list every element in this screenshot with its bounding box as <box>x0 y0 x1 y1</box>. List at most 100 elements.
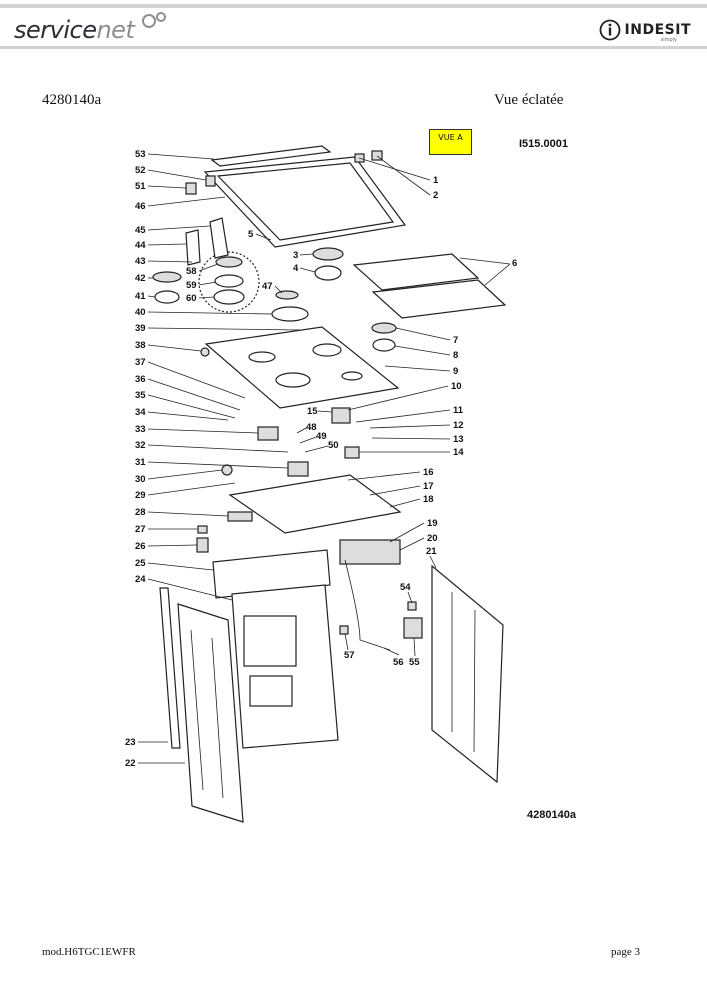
label-13: 12 <box>453 420 464 431</box>
label-32: 32 <box>135 440 146 451</box>
labels-left: 53 52 51 46 45 44 43 42 41 40 39 38 37 3… <box>125 149 301 769</box>
label-57: 57 <box>344 650 355 661</box>
part-8-burner <box>372 338 396 352</box>
part-6-grate-a <box>352 253 480 291</box>
part-44-bracket <box>185 229 201 266</box>
label-7: 7 <box>453 335 458 346</box>
label-8: 8 <box>453 350 458 361</box>
hob-hole-3 <box>275 372 311 388</box>
footer-page-number: page 3 <box>611 946 641 958</box>
label-10: 10 <box>451 381 462 392</box>
part-42-cap <box>152 271 182 283</box>
header-bottom-rule <box>0 46 707 49</box>
label-20: 20 <box>427 533 438 544</box>
label-45: 45 <box>135 225 146 236</box>
label-3: 3 <box>293 250 298 261</box>
part-11-valve <box>331 407 351 424</box>
label-40: 40 <box>135 307 146 318</box>
label-30: 30 <box>135 474 146 485</box>
part-52-hinge <box>205 175 216 187</box>
label-1: 1 <box>433 175 439 186</box>
part-3-cap <box>312 247 344 261</box>
label-35: 35 <box>135 390 146 401</box>
indesit-i-icon <box>599 19 620 41</box>
label-26: 26 <box>135 541 146 552</box>
header-bar: servicenet INDESIT simply <box>0 0 707 52</box>
part-38-knob <box>200 347 210 357</box>
label-25: 25 <box>135 558 146 569</box>
label-46: 46 <box>135 201 146 212</box>
indesit-wordmark: INDESIT <box>624 22 691 38</box>
part-26-fitting <box>196 537 209 553</box>
part-41-burner <box>154 290 180 304</box>
label-41: 41 <box>135 291 146 302</box>
part-19-knobs <box>339 539 401 565</box>
part-27-nut <box>197 525 208 534</box>
indesit-tagline: simply <box>660 37 677 43</box>
label-37: 37 <box>135 357 146 368</box>
label-36: 36 <box>135 374 146 385</box>
hob-hole-1 <box>248 351 276 363</box>
label-21: 21 <box>426 546 437 557</box>
part-57-clip <box>339 625 349 635</box>
document-kind: Vue éclatée <box>494 92 564 108</box>
labels-right: 1 2 6 7 8 9 10 11 12 13 14 16 17 18 19 2… <box>344 155 517 668</box>
part-2-clip <box>371 150 383 161</box>
part-45-bracket <box>209 217 229 259</box>
label-49: 49 <box>316 431 327 442</box>
part-33-valve <box>257 426 279 441</box>
label-44: 44 <box>135 240 146 251</box>
document-code: 4280140a <box>42 92 102 108</box>
footer-model: mod.H6TGC1EWFR <box>42 946 136 958</box>
label-31: 31 <box>135 457 146 468</box>
label-12: 11 <box>453 405 464 416</box>
label-27: 27 <box>135 524 146 535</box>
part-58-cap <box>215 256 243 268</box>
label-22: 22 <box>125 758 136 769</box>
part-59-ring <box>214 274 244 288</box>
part-30-nut <box>221 464 233 476</box>
gears-icon <box>142 12 166 28</box>
part-53-strip <box>210 145 332 167</box>
label-43: 43 <box>135 256 146 267</box>
label-52: 52 <box>135 165 146 176</box>
label-5: 5 <box>248 229 254 240</box>
part-25-control-panel <box>212 549 331 599</box>
label-51: 51 <box>135 181 146 192</box>
label-38: 38 <box>135 340 146 351</box>
label-33: 33 <box>135 424 146 435</box>
label-6: 6 <box>512 258 517 269</box>
label-19: 19 <box>427 518 438 529</box>
labels-center: 58 59 60 47 5 3 4 15 48 49 50 <box>186 229 339 453</box>
part-56-pipe <box>344 559 391 651</box>
label-28: 28 <box>135 507 146 518</box>
part-47-cap <box>275 290 299 300</box>
label-34: 34 <box>135 407 146 418</box>
servicenet-logo: servicenet <box>14 16 135 44</box>
part-9-hob-top <box>204 326 400 409</box>
figure-code: 4280140a <box>527 809 576 821</box>
part-55-valve <box>403 617 423 639</box>
label-56: 56 <box>393 657 404 668</box>
part-28-bracket <box>227 511 253 522</box>
label-48: 48 <box>306 422 317 433</box>
hob-hole-2 <box>312 343 342 357</box>
label-2: 2 <box>433 190 438 201</box>
part-4-burner <box>314 265 342 281</box>
label-4: 4 <box>293 263 299 274</box>
label-18: 18 <box>423 494 434 505</box>
label-47: 47 <box>262 281 273 292</box>
part-15-valve <box>344 446 360 459</box>
view-badge: VUE A <box>429 129 472 155</box>
label-55: 55 <box>409 657 420 668</box>
label-24: 24 <box>135 574 146 585</box>
label-23: 23 <box>125 737 136 748</box>
part-46-lid-inner <box>216 162 395 241</box>
part-54-clip <box>407 601 417 611</box>
label-58: 58 <box>186 266 197 277</box>
header-top-rule <box>0 4 707 8</box>
label-42: 42 <box>135 273 146 284</box>
label-16: 16 <box>423 467 434 478</box>
label-17: 17 <box>423 481 434 492</box>
label-50: 50 <box>328 440 339 451</box>
